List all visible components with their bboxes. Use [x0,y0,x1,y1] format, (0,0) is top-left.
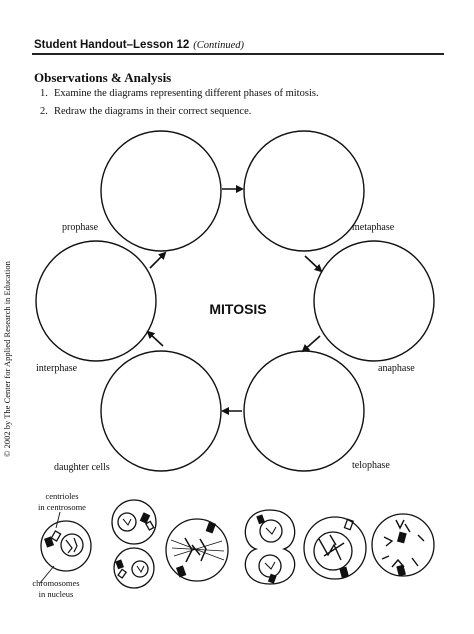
phase-circle-metaphase[interactable] [243,130,365,252]
legend-centrioles-line1: centrioles [45,491,78,501]
legend-centrioles-line2: in centrosome [38,502,86,512]
label-metaphase: metaphase [352,222,395,233]
sample-cell-daughter-top[interactable] [111,499,157,545]
sample-cell-daughter-bottom[interactable] [113,547,155,589]
header-rule [32,53,444,55]
label-anaphase: anaphase [378,363,415,374]
step-1-number: 1. [40,88,48,99]
step-2-number: 2. [40,106,48,117]
label-prophase: prophase [62,222,99,233]
arrow-metaphase-to-anaphase [304,255,323,273]
step-2: 2. Redraw the diagrams in their correct s… [40,106,251,117]
phase-circle-anaphase[interactable] [313,240,435,362]
label-daughter-cells: daughter cells [54,462,110,473]
label-telophase: telophase [352,460,390,471]
handout-title: Student Handout–Lesson 12 [34,39,190,51]
phase-circle-prophase[interactable] [100,130,222,252]
sample-cell-metaphase[interactable] [165,518,229,582]
step-1-text: Examine the diagrams representing differ… [54,88,319,99]
phase-circle-telophase[interactable] [243,350,365,472]
handout-header: Student Handout–Lesson 12(Continued) [34,39,244,51]
step-2-text: Redraw the diagrams in their correct seq… [54,106,252,117]
legend-chromosomes-line1: chromosomes [32,578,79,588]
sample-cell-prophase[interactable] [303,516,367,580]
mitosis-title: MITOSIS [209,301,266,317]
continued-note: (Continued) [193,40,245,51]
phase-circle-interphase[interactable] [35,240,157,362]
legend-chromosomes-line2: in nucleus [39,589,74,599]
arrow-anaphase-to-telophase [301,335,321,353]
label-interphase: interphase [36,363,78,374]
arrow-daughter-cells-to-interphase [146,330,164,347]
step-1: 1. Examine the diagrams representing diff… [40,88,319,99]
arrow-interphase-to-prophase [149,251,167,269]
section-title: Observations & Analysis [34,70,172,85]
phase-circle-daughter-cells[interactable] [100,350,222,472]
sample-cell-interphase[interactable] [39,511,92,584]
sample-cell-anaphase[interactable] [371,513,435,577]
sample-cell-telophase[interactable] [244,509,296,585]
